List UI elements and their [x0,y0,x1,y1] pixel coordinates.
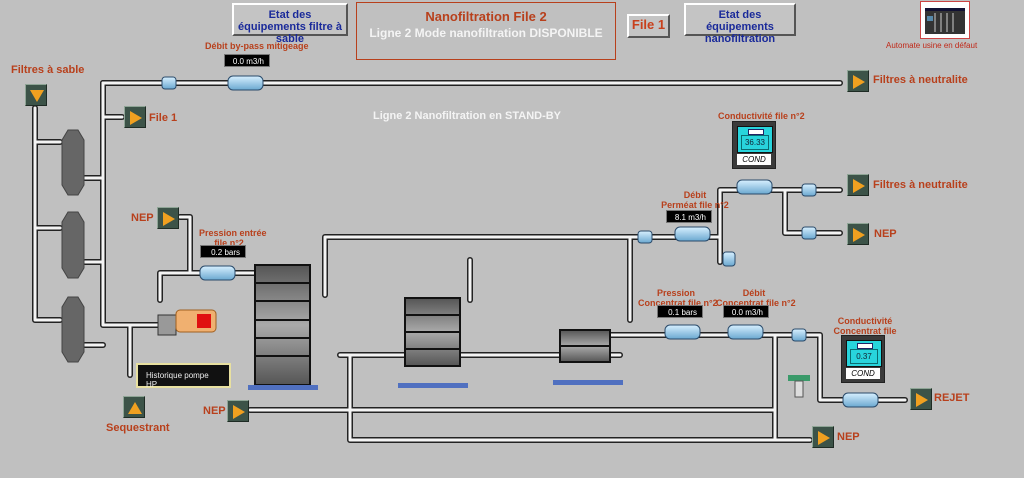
mode-status: Ligne 2 Mode nanofiltration DISPONIBLE [369,26,603,40]
bypass-flowmeter [227,75,264,91]
sequestrant-label: Sequestrant [106,422,170,434]
inlet-pressure-readout: 0.2 bars [200,245,246,258]
cond-conc-label: Conductivité Concentrat file [830,316,900,336]
arrow-down-icon [30,90,44,102]
sand-filter-equipment-button[interactable]: Etat des équipements filtre à sable [232,3,348,45]
sand-filter-vessels [61,129,85,363]
conc-pressure-label-line1: Pression [656,288,696,298]
permeat-flow-label-line1: Débit [683,190,707,200]
bypass-flow-readout: 0.0 m3/h [224,54,270,67]
arrow-right-icon [233,405,245,419]
sequestrant-nav-button[interactable] [123,396,145,418]
rejet-label: REJET [934,392,970,404]
cond-file2-sensor [736,179,773,195]
nep-perm-label: NEP [874,228,897,240]
neutral-filters-perm-label: Filtres à neutralite [873,179,968,191]
rejet-nav-button[interactable] [910,388,932,410]
cond-conc-label-line1: Conductivité [837,316,893,326]
permeat-flow-readout: 8.1 m3/h [666,210,712,223]
nep-left-label: NEP [131,212,154,224]
inlet-pressure-label: Pression entrée file n°2 [199,228,267,248]
plc-status-button[interactable] [920,1,970,39]
conc-flow-readout: 0.0 m3/h [723,305,769,318]
conc-pressure-label-line2: Concentrat file n°2 [638,298,718,308]
neutral-filters-top-label: Filtres à neutralite [873,74,968,86]
page-title: Nanofiltration File 2 [425,9,547,24]
inlet-pressure-label-line2: file n°2 [214,238,244,248]
nep-bottom-right-label: NEP [837,431,860,443]
membrane-rack-1 [248,264,318,390]
file1-button[interactable]: File 1 [627,14,670,38]
file1-label: File 1 [149,112,178,124]
conc-pressure-label: Pression Concentrat file n°2 [638,288,718,308]
cond-conc-label-line2: Concentrat file [833,326,897,336]
pump-history-button[interactable]: Historique pompe HP [136,363,231,389]
conc-pressure-readout: 0.1 bars [657,305,703,318]
nep-bottom-label: NEP [203,405,226,417]
sand-filters-label: Filtres à sable [11,64,85,76]
cond-file2-value: 36.33 [741,135,769,150]
cond-conc-value: 0.37 [850,349,878,364]
cond-conc-tag: COND [846,368,880,379]
arrow-right-icon [130,111,142,125]
permeat-flowmeter [674,226,711,242]
arrow-up-icon [128,402,142,414]
membrane-rack-2 [398,297,468,388]
plc-caption: Automate usine en défaut [886,41,978,50]
arrow-right-icon [916,393,928,407]
neutral-filters-top-nav-button[interactable] [847,70,869,92]
title-panel: Nanofiltration File 2 Ligne 2 Mode nanof… [356,2,616,60]
sand-filters-nav-button[interactable] [25,84,47,106]
nf-equipment-button[interactable]: Etat des équipements nanofiltration [684,3,796,45]
cond-file2-tag: COND [737,154,771,165]
line-status: Ligne 2 Nanofiltration en STAND-BY [373,110,562,122]
conc-flow-label-line1: Débit [742,288,766,298]
permeat-flow-label-line2: Perméat file n°2 [661,200,729,210]
bypass-valve [161,76,177,90]
membrane-rack-3 [553,329,623,385]
neutral-filters-perm-nav-button[interactable] [847,174,869,196]
conc-flowmeter [727,324,764,340]
arrow-right-icon [163,212,175,226]
control-valve-icon [788,375,810,398]
plc-icon [925,8,965,34]
inlet-pressure-label-line1: Pression entrée [199,228,267,238]
arrow-right-icon [853,75,865,89]
permeat-flow-label: Débit Perméat file n°2 [655,190,735,210]
inlet-pressure-sensor [199,265,236,281]
nep-bottom-right-nav-button[interactable] [812,426,834,448]
cond-file2-meter: 36.33 COND [732,121,776,169]
arrow-right-icon [853,228,865,242]
cond-conc-sensor [842,392,879,408]
arrow-right-icon [818,431,830,445]
hp-pump-icon [157,309,217,336]
conc-pressure-sensor [664,324,701,340]
cond-conc-meter: 0.37 COND [841,335,885,383]
conc-flow-label-line2: Concentrat file n°2 [716,298,796,308]
arrow-right-icon [853,179,865,193]
conc-flow-label: Débit Concentrat file n°2 [716,288,796,308]
cond-file2-label: Conductivité file n°2 [718,111,805,121]
nep-left-nav-button[interactable] [157,207,179,229]
file1-nav-button[interactable] [124,106,146,128]
nep-perm-nav-button[interactable] [847,223,869,245]
nep-bottom-nav-button[interactable] [227,400,249,422]
bypass-flow-label: Débit by-pass mitigeage [205,41,309,51]
